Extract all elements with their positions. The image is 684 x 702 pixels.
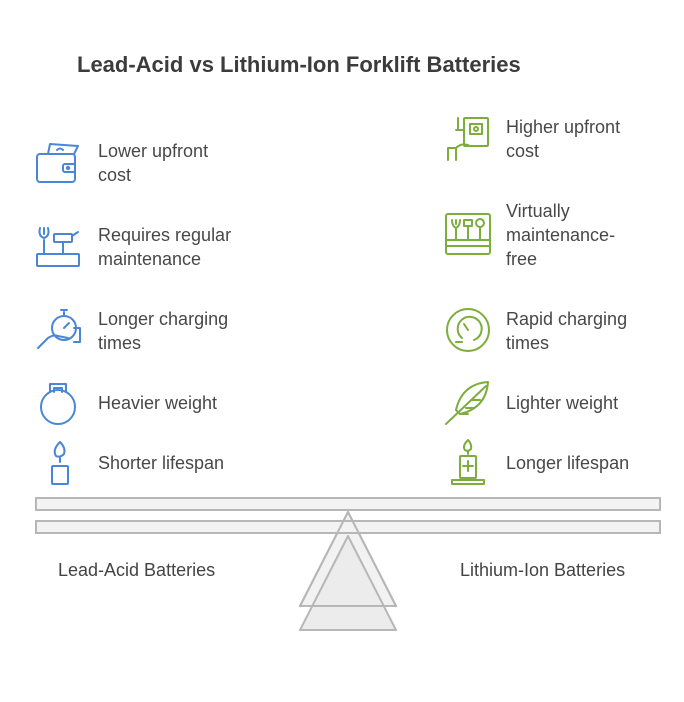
wallet-icon (36, 143, 79, 183)
right-item-5-label: Longer lifespan (506, 453, 630, 473)
diagram-title: Lead-Acid vs Lithium-Ion Forklift Batter… (77, 52, 521, 77)
right-item-2-label: Virtually maintenance- free (506, 201, 616, 269)
short-candle-icon (51, 441, 69, 485)
left-side-label: Lead-Acid Batteries (58, 560, 216, 580)
hand-money-icon (447, 117, 489, 161)
tall-candle-icon (451, 439, 485, 485)
kettlebell-icon (40, 383, 76, 425)
right-side-label: Lithium-Ion Batteries (460, 560, 626, 580)
left-item-4-label: Heavier weight (98, 393, 218, 413)
left-item-1-label: Lower upfront cost (98, 141, 209, 185)
tools-icon (36, 227, 80, 267)
fast-clock-icon (446, 308, 490, 352)
stopwatch-hand-icon (37, 309, 81, 349)
right-item-4-label: Lighter weight (506, 393, 619, 413)
toolbox-icon (445, 213, 491, 255)
feather-icon (445, 381, 489, 425)
left-item-3-label: Longer charging times (98, 309, 229, 353)
left-item-5-label: Shorter lifespan (98, 453, 225, 473)
scale-beam-bottom (35, 520, 661, 534)
scale-beam-top (35, 497, 661, 511)
left-item-2-label: Requires regular maintenance (98, 225, 232, 269)
right-item-1-label: Higher upfront cost (506, 117, 621, 161)
right-item-3-label: Rapid charging times (506, 309, 628, 353)
